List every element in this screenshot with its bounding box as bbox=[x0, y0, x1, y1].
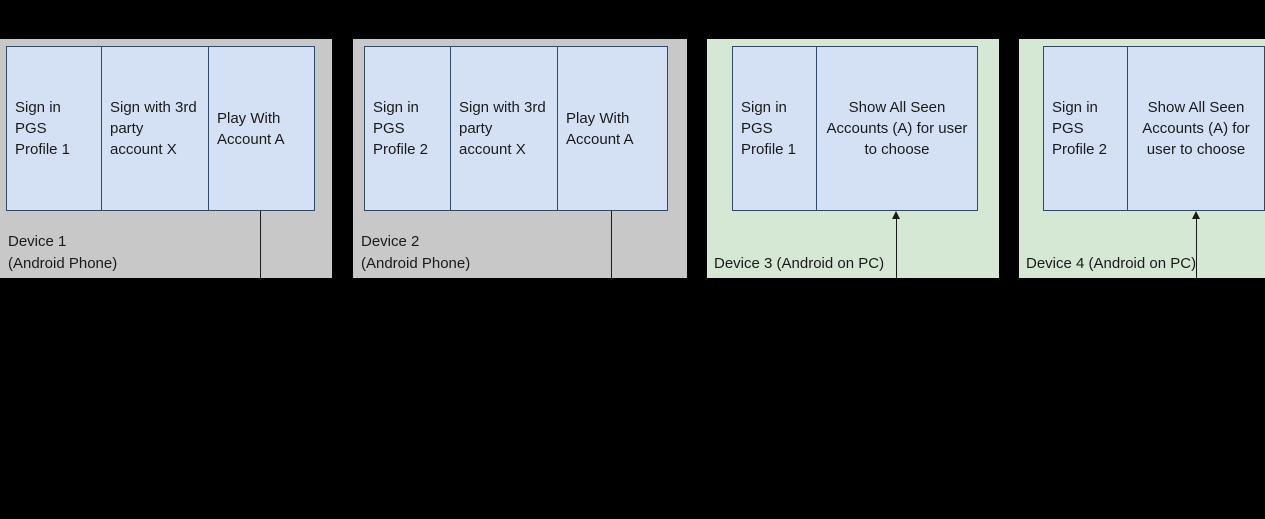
device-3-input-arrow bbox=[890, 211, 903, 278]
step-box-signin-3rdparty-x[interactable]: Sign with 3rd party account X bbox=[450, 46, 558, 211]
step-row-device-3: Sign in PGS Profile 1 Show All Seen Acco… bbox=[732, 46, 978, 211]
device-2-label: Device 2 (Android Phone) bbox=[361, 233, 471, 272]
step-row-device-1: Sign in PGS Profile 1 Sign with 3rd part… bbox=[6, 46, 315, 211]
device-4-label: Device 4 (Android on PC) bbox=[1026, 255, 1197, 272]
step-box-play-with-account-a[interactable]: Play With Account A bbox=[557, 46, 668, 211]
step-box-show-all-seen-accounts[interactable]: Show All Seen Accounts (A) for user to c… bbox=[1127, 46, 1265, 211]
step-box-signin-profile2[interactable]: Sign in PGS Profile 2 bbox=[364, 46, 451, 211]
device-3-label: Device 3 (Android on PC) bbox=[714, 255, 885, 272]
device-1-divider bbox=[260, 211, 261, 278]
step-row-device-2: Sign in PGS Profile 2 Sign with 3rd part… bbox=[364, 46, 668, 211]
device-1-label: Device 1 (Android Phone) bbox=[8, 233, 118, 272]
step-box-signin-profile2[interactable]: Sign in PGS Profile 2 bbox=[1043, 46, 1128, 211]
step-box-show-all-seen-accounts[interactable]: Show All Seen Accounts (A) for user to c… bbox=[816, 46, 978, 211]
arrow-shaft bbox=[896, 218, 897, 278]
arrow-head-icon bbox=[892, 211, 900, 219]
device-2-divider bbox=[611, 211, 612, 278]
arrow-head-icon bbox=[1192, 211, 1200, 219]
step-box-signin-profile1[interactable]: Sign in PGS Profile 1 bbox=[732, 46, 817, 211]
step-box-play-with-account-a[interactable]: Play With Account A bbox=[208, 46, 315, 211]
arrow-shaft bbox=[1196, 218, 1197, 278]
step-row-device-4: Sign in PGS Profile 2 Show All Seen Acco… bbox=[1043, 46, 1265, 211]
step-box-signin-profile1[interactable]: Sign in PGS Profile 1 bbox=[6, 46, 102, 211]
device-4-input-arrow bbox=[1190, 211, 1203, 278]
step-box-signin-3rdparty-x[interactable]: Sign with 3rd party account X bbox=[101, 46, 209, 211]
